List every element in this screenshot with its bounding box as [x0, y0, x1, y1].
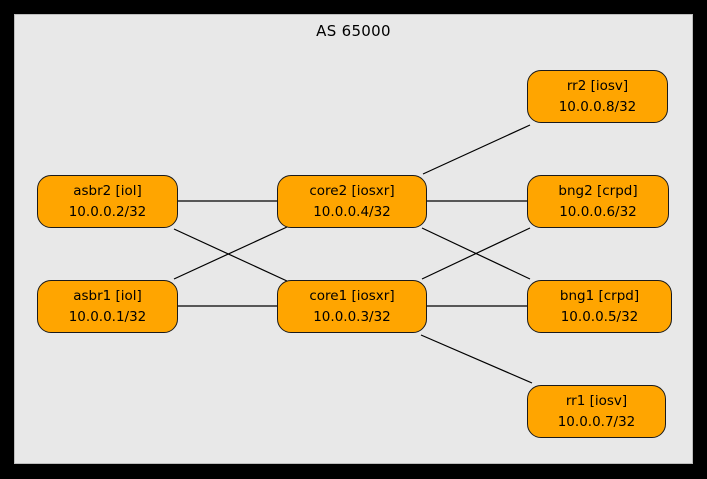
node-rr1: rr1 [iosv] 10.0.0.7/32: [527, 385, 666, 438]
node-label: asbr2 [iol]: [73, 182, 142, 199]
edge-asbr2-core1: [173, 228, 288, 282]
node-core1: core1 [iosxr] 10.0.0.3/32: [277, 280, 427, 333]
node-label: rr2 [iosv]: [566, 77, 629, 94]
edge-core1-rr1: [420, 334, 533, 384]
node-label: bng1 [crpd]: [559, 287, 640, 304]
node-asbr2: asbr2 [iol] 10.0.0.2/32: [37, 175, 178, 228]
node-rr2: rr2 [iosv] 10.0.0.8/32: [527, 70, 668, 123]
edge-core1-bng2: [421, 227, 531, 280]
as-cluster-title: AS 65000: [316, 22, 391, 40]
node-label: bng2 [crpd]: [558, 182, 638, 199]
node-core2: core2 [iosxr] 10.0.0.4/32: [277, 175, 427, 228]
node-ip: 10.0.0.5/32: [560, 308, 639, 325]
node-ip: 10.0.0.3/32: [313, 308, 391, 325]
node-bng1: bng1 [crpd] 10.0.0.5/32: [527, 280, 672, 333]
node-bng2: bng2 [crpd] 10.0.0.6/32: [527, 175, 669, 228]
node-label: rr1 [iosv]: [565, 392, 628, 409]
node-ip: 10.0.0.4/32: [313, 203, 391, 220]
node-label: core1 [iosxr]: [309, 287, 395, 304]
node-ip: 10.0.0.7/32: [557, 413, 636, 430]
node-asbr1: asbr1 [iol] 10.0.0.1/32: [37, 280, 178, 333]
node-label: asbr1 [iol]: [73, 287, 142, 304]
node-ip: 10.0.0.2/32: [68, 203, 147, 220]
node-ip: 10.0.0.1/32: [68, 308, 147, 325]
edge-core2-rr2: [422, 124, 531, 175]
edge-asbr1-core2: [173, 226, 288, 280]
node-label: core2 [iosxr]: [309, 182, 395, 199]
node-ip: 10.0.0.8/32: [558, 98, 637, 115]
node-ip: 10.0.0.6/32: [559, 203, 637, 220]
